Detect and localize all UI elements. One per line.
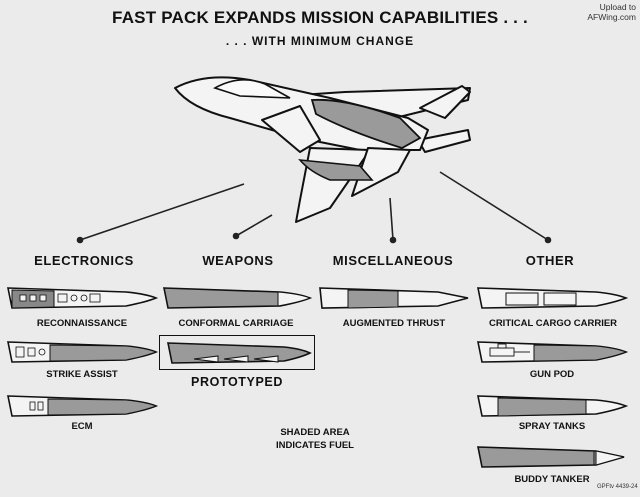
label-strike-assist: STRIKE ASSIST: [46, 369, 118, 380]
leader-line-electronics: [79, 183, 245, 241]
label-gun-pod: GUN POD: [529, 369, 575, 380]
category-miscellaneous: MISCELLANEOUS: [332, 253, 454, 268]
leader-dot-weapons: [232, 232, 240, 240]
aircraft-intake: [261, 105, 321, 153]
label-ecm: ECM: [71, 421, 93, 432]
watermark-line-1: Upload to: [599, 2, 636, 12]
label-spray-tanks: SPRAY TANKS: [518, 421, 586, 432]
pod-strike-assist: [7, 341, 159, 363]
category-other: OTHER: [525, 253, 575, 268]
legend-note-line-1: SHADED AREA: [280, 427, 350, 438]
fast-pack-lower: [298, 159, 374, 181]
leader-dot-electronics: [76, 236, 84, 244]
leader-dot-other: [544, 236, 552, 244]
watermark: Upload to AFWing.com: [587, 2, 636, 22]
category-electronics: ELECTRONICS: [34, 253, 134, 268]
legend-note: SHADED AREA INDICATES FUEL: [240, 426, 390, 452]
leader-line-miscellaneous: [389, 197, 394, 241]
watermark-line-2: AFWing.com: [587, 12, 636, 22]
leader-line-other: [439, 171, 549, 241]
pod-conformal-prototyped: [167, 342, 312, 364]
pod-spray-tanks: [477, 395, 629, 417]
aircraft-tail-upper: [419, 85, 471, 119]
leader-dot-miscellaneous: [389, 236, 397, 244]
prototyped-frame: [159, 335, 315, 370]
pod-augmented-thrust: [319, 287, 469, 309]
fast-pack-upper: [310, 98, 422, 149]
label-critical-cargo-carrier: CRITICAL CARGO CARRIER: [488, 318, 618, 329]
pod-critical-cargo-carrier: [477, 287, 629, 309]
pod-conformal-carriage: [163, 287, 313, 309]
figure-code: GPFtv 4439-24: [597, 484, 638, 490]
legend-note-line-2: INDICATES FUEL: [276, 440, 354, 451]
pod-ecm: [7, 395, 159, 417]
aircraft-tail-right: [417, 129, 471, 153]
label-augmented-thrust: AUGMENTED THRUST: [342, 318, 446, 329]
page-subtitle: . . . WITH MINIMUM CHANGE: [225, 34, 415, 48]
label-conformal-carriage: CONFORMAL CARRIAGE: [178, 318, 294, 329]
aircraft-canopy: [213, 79, 291, 99]
leader-line-weapons: [235, 214, 273, 237]
category-weapons: WEAPONS: [202, 253, 274, 268]
label-prototyped: PROTOTYPED: [191, 375, 283, 389]
pod-buddy-tanker: [477, 446, 625, 468]
label-buddy-tanker: BUDDY TANKER: [514, 474, 590, 485]
page-title: FAST PACK EXPANDS MISSION CAPABILITIES .…: [112, 8, 528, 27]
pod-reconnaissance: [7, 287, 159, 309]
label-reconnaissance: RECONNAISSANCE: [36, 318, 128, 329]
pod-gun-pod: [477, 341, 629, 363]
